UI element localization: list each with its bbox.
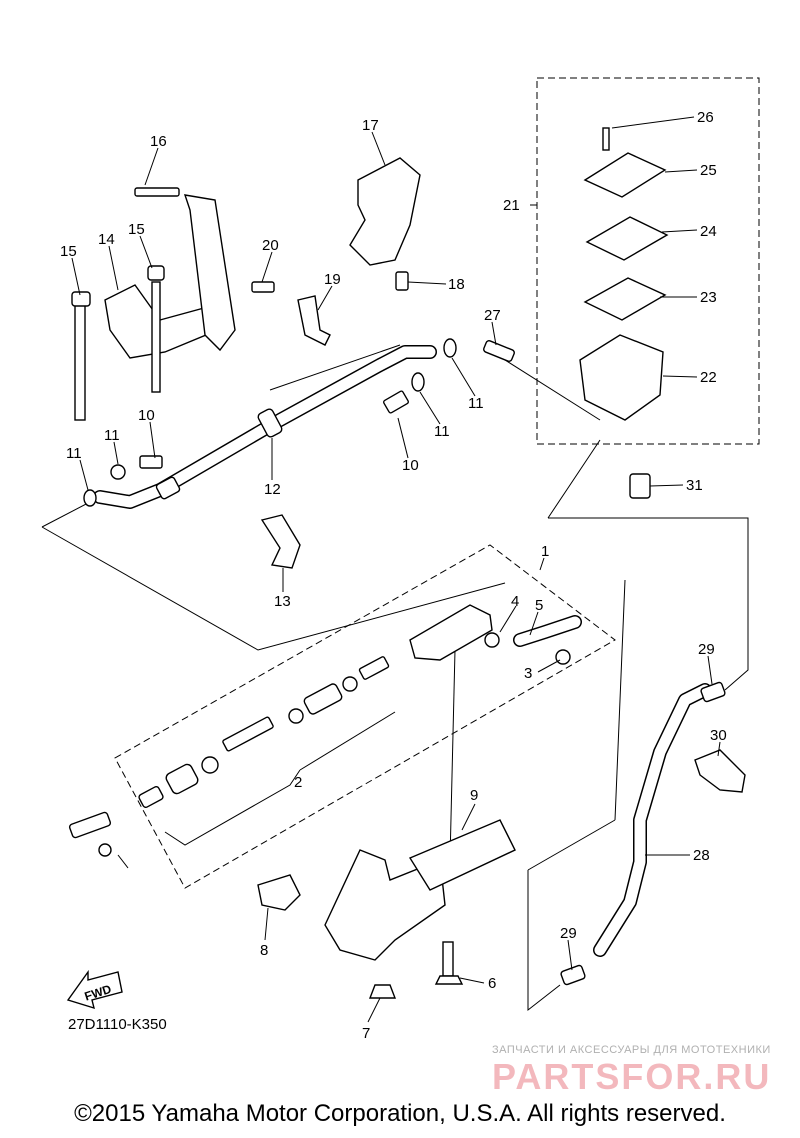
callout-21: 21	[503, 197, 520, 214]
master-cylinder-body-1	[409, 604, 493, 661]
joint-30	[694, 749, 746, 793]
callout-30: 30	[710, 727, 727, 744]
callout-20: 20	[262, 237, 279, 254]
bracket-17	[349, 157, 421, 266]
bracket-8	[257, 874, 301, 911]
callout-11d: 11	[468, 395, 484, 412]
callout-26: 26	[697, 109, 714, 126]
callout-19: 19	[324, 271, 341, 288]
copyright-notice: ©2015 Yamaha Motor Corporation, U.S.A. A…	[74, 1100, 726, 1127]
callout-16: 16	[150, 133, 167, 150]
callout-23: 23	[700, 289, 717, 306]
reservoir-group-box	[536, 77, 760, 445]
callout-29a: 29	[698, 641, 715, 658]
callout-2: 2	[294, 774, 302, 791]
callout-18: 18	[448, 276, 465, 293]
fwd-arrow-icon	[66, 969, 123, 1010]
callout-12: 12	[264, 481, 281, 498]
callout-24: 24	[700, 223, 717, 240]
callout-10a: 10	[138, 407, 155, 424]
callout-25: 25	[700, 162, 717, 179]
watermark-tagline: ЗАПЧАСТИ И АКСЕССУАРЫ ДЛЯ МОТОТЕХНИКИ	[492, 1044, 771, 1056]
callout-27: 27	[484, 307, 501, 324]
cap-25	[583, 152, 667, 198]
callout-13: 13	[274, 593, 291, 610]
callout-10b: 10	[402, 457, 419, 474]
callout-11b: 11	[66, 445, 82, 462]
callout-29b: 29	[560, 925, 577, 942]
callout-28: 28	[693, 847, 710, 864]
callout-22: 22	[700, 369, 717, 386]
callout-6: 6	[488, 975, 496, 992]
callout-4: 4	[511, 593, 519, 610]
plate-24	[585, 216, 669, 261]
callout-7: 7	[362, 1025, 370, 1042]
callout-11c: 11	[434, 423, 450, 440]
callout-14: 14	[98, 231, 115, 248]
callout-1: 1	[541, 543, 549, 560]
reservoir-22	[579, 334, 664, 421]
hose-28-outline	[593, 683, 712, 957]
watermark-brand: PARTSFOR.RU	[492, 1056, 772, 1097]
callout-3: 3	[524, 665, 532, 682]
clamp-13	[260, 514, 301, 569]
callout-17: 17	[362, 117, 379, 134]
callout-15b: 15	[60, 243, 77, 260]
diaphragm-23	[583, 277, 667, 321]
callout-15a: 15	[128, 221, 145, 238]
callout-labels: 1 2 3 4 5 6 7 8 9 10 10 11 11 11 11 12 1…	[60, 109, 727, 1042]
callout-9: 9	[470, 787, 478, 804]
callout-5: 5	[535, 597, 543, 614]
callout-11a: 11	[104, 427, 120, 444]
callout-31: 31	[686, 477, 703, 494]
drawing-code: 27D1110-K350	[68, 1016, 167, 1033]
callout-8: 8	[260, 942, 268, 959]
master-cylinder-group-box	[114, 544, 616, 889]
